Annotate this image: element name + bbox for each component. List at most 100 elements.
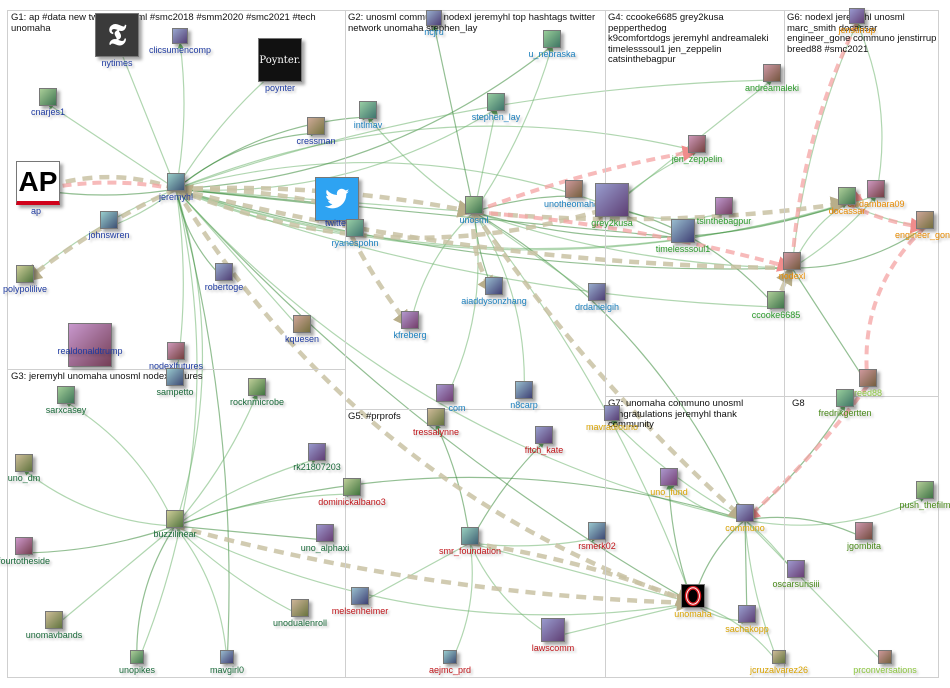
edge-nodexl-engineer_gone (791, 226, 926, 269)
andreamaleki-avatar (763, 64, 781, 82)
unopikes-label: unopikes (118, 665, 156, 675)
pink-edge-docassar-engineer_gone (846, 201, 927, 234)
uno_dm-avatar (15, 454, 33, 472)
edge-smr_foundation-lawscomm (469, 542, 554, 638)
tressalynne-avatar (427, 408, 445, 426)
melsenheimer-label: melsenheimer (331, 606, 389, 616)
communo-avatar (736, 504, 754, 522)
timelesssoul1-label: timelesssoul1 (655, 244, 711, 254)
edge-unosml-u_nebraska (473, 45, 554, 213)
dominickalbano3-label: dominickalbano3 (318, 497, 386, 507)
buzzilinear-label: buzzilinear (153, 529, 197, 539)
fredrikgertten-label: fredrikgertten (818, 408, 872, 418)
edge-unosml-docassar (473, 201, 848, 239)
group-title-g8: G8 (792, 398, 805, 409)
push_thefilm-label: push_thefilm (899, 500, 950, 510)
aejmc_prd-label: aejmc_prd (428, 665, 472, 675)
melsenheimer-avatar (351, 587, 369, 605)
edge-buzzilinear-unomavbands (53, 525, 176, 628)
group-title-g3: G3: jeremyhl unomaha unosml nodexl futur… (11, 371, 203, 382)
edge-jeremyhl-unopikes (136, 188, 198, 665)
uno_dm-label: uno_dm (7, 473, 41, 483)
edge-jeremyhl-mavgirl0 (175, 188, 231, 665)
sarxcasey-label: sarxcasey (45, 405, 87, 415)
poynter-label: poynter (264, 83, 296, 93)
unomavbands-avatar (45, 611, 63, 629)
unomaha-label: unomaha (674, 609, 712, 619)
edge-smr_foundation-melsenheimer (359, 542, 471, 604)
unotheomahan-avatar (565, 180, 583, 198)
timelesssoul1-avatar (671, 219, 695, 243)
pink-edge-unosml-jen_zeppelin (473, 145, 699, 214)
thick-edge-unosml-communo (472, 210, 747, 522)
mavradiouno-label: mavradiouno (585, 422, 639, 432)
thick-edge-buzzilinear-unomaha (174, 523, 695, 612)
stephen_lay-label: stephen_lay (471, 112, 521, 122)
clicsumencomp-label: clicsumencomp (148, 45, 212, 55)
rsmerk02-avatar (588, 522, 606, 540)
edge-jeremyhl-jen_zeppelin (175, 125, 698, 190)
thick-edge-twitter-kfreberg (334, 205, 412, 329)
realdonaldtrump-avatar (68, 323, 112, 367)
group-box-g7 (605, 396, 785, 678)
chidambara09-label: chidambara09 (847, 199, 905, 209)
lawscomm-avatar (541, 618, 565, 642)
sachakopp-avatar (738, 605, 756, 623)
edge-buzzilinear-uno_alphaxi (174, 525, 326, 543)
edge-buzzilinear-dominickalbano3 (174, 491, 353, 527)
uno_fund-label: uno_fund (650, 487, 688, 497)
unomaha-avatar (681, 584, 705, 608)
rk21807203-label: rk21807203 (293, 462, 341, 472)
group-title-g4: G4: ccooke6685 grey2kusa pepperthedog k9… (608, 12, 769, 65)
pink-edge-engineer_gone-breed88 (858, 225, 927, 387)
poynter-logo-text: Poynter. (259, 54, 301, 66)
n8carp-avatar (515, 381, 533, 399)
mavradiouno-avatar (604, 405, 620, 421)
tressalynne-label: tressalynne (412, 427, 460, 437)
engineer_gone-avatar (916, 211, 934, 229)
edge-nodexl-chidambara09 (791, 195, 877, 269)
aiaddysonzhang-label: aiaddysonzhang (461, 296, 527, 306)
kfreberg-label: kfreberg (393, 330, 427, 340)
unosml-avatar (465, 196, 483, 214)
unodualenroll-avatar (291, 599, 309, 617)
uno_alphaxi-label: uno_alphaxi (300, 543, 350, 553)
grey2kusa-label: grey2kusa (591, 218, 633, 228)
kquesen-label: kquesen (284, 334, 320, 344)
edge-buzzilinear-uno_dm (23, 469, 176, 527)
rocknmicrobe-label: rocknmicrobe (229, 397, 285, 407)
clicsumencomp-avatar (172, 28, 188, 44)
edge-jeremyhl-communo (175, 188, 746, 522)
breed88-label: reed88 (853, 388, 883, 398)
realdonaldtrump-label: realdonaldtrump (57, 346, 123, 356)
jenstirrup-avatar (849, 8, 865, 24)
edge-jeremyhl-unomaha (175, 188, 694, 604)
unotheomahan-label: unotheomahan (543, 199, 605, 209)
edge-buzzilinear-rocknmicrobe (174, 393, 258, 527)
oscarsurisiii-avatar (787, 560, 805, 578)
prconversations-label: prconversations (853, 665, 917, 675)
twitter-avatar (315, 177, 359, 221)
rsmerk02-label: rsmerk02 (578, 541, 616, 551)
kquesen-avatar (293, 315, 311, 333)
edge-buzzilinear-sarxcasey (65, 401, 176, 527)
polypolilive-label: polypolilive (2, 284, 48, 294)
edge-jeremyhl-cnarjes1 (47, 103, 177, 190)
twitter-label: twitter (324, 218, 350, 228)
stephen_lay-avatar (487, 93, 505, 111)
ryanespohn-label: ryanespohn (331, 238, 379, 248)
u_nebraska-avatar (543, 30, 561, 48)
dotcom-label: com (448, 403, 466, 413)
jenstirrup-label: jenstirrup (838, 25, 876, 35)
edge-unosml-ncjru (432, 24, 475, 213)
edge-communo-push_thefilm (744, 496, 926, 526)
oscarsurisiii-label: oscarsurisiii (772, 579, 820, 589)
edge-jeremyhl-grey2kusa (175, 161, 613, 208)
edge-jeremyhl-clicsumencomp (175, 42, 185, 190)
mavgirl0-avatar (220, 650, 234, 664)
ap-logo-text: AP (18, 165, 58, 197)
lawscomm-label: lawscomm (531, 643, 575, 653)
thick-edge-nodexl-jeremyhl (174, 184, 793, 271)
ap-label: ap (30, 206, 42, 216)
